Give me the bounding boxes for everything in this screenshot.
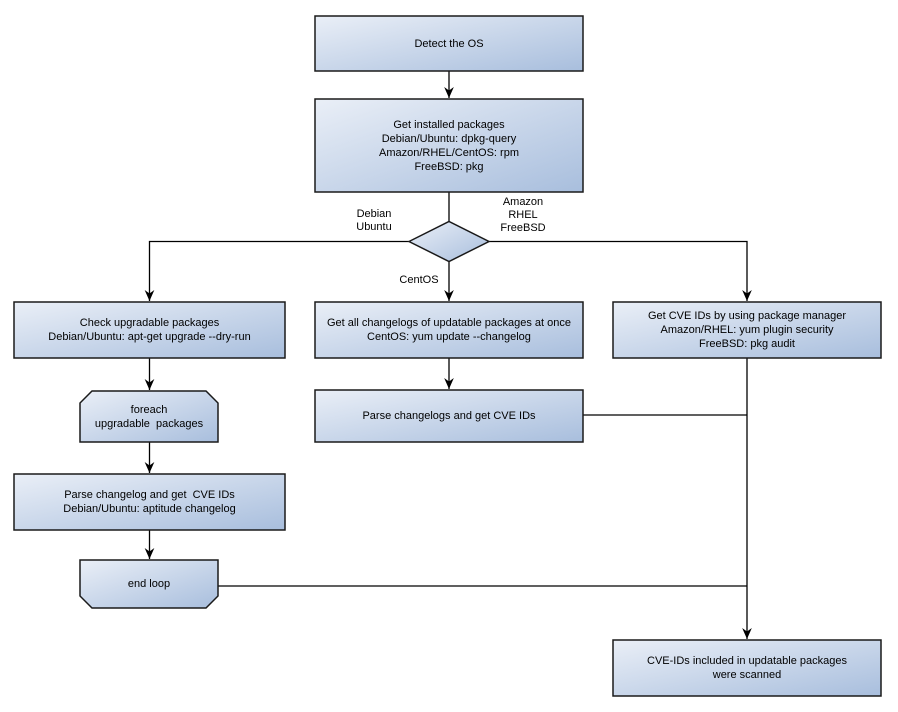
edge-decision-to-right <box>489 240 752 301</box>
parse-changelogs-centos-shape <box>314 389 584 443</box>
node-check-upgradable-packages: Check upgradable packages Debian/Ubuntu:… <box>48 317 251 343</box>
node-get-installed-packages: Get installed packages Debian/Ubuntu: dp… <box>379 118 519 173</box>
end-loop-shape <box>79 559 219 609</box>
check-upgradable-shape <box>13 301 286 359</box>
node-result-scanned: CVE-IDs included in updatable packages w… <box>647 655 847 681</box>
node-foreach-loop-start: foreach upgradable packages <box>94 403 204 430</box>
edge-decision-to-left <box>144 240 409 301</box>
foreach-loop-shape <box>79 390 219 443</box>
node-parse-changelog-debian: Parse changelog and get CVE IDs Debian/U… <box>63 489 236 515</box>
node-parse-changelogs-centos: Parse changelogs and get CVE IDs <box>362 410 536 422</box>
nodes-group <box>13 15 882 697</box>
get-all-changelogs-shape <box>314 301 584 359</box>
detect-os-shape <box>314 15 584 72</box>
os-decision-diamond <box>407 220 491 263</box>
get-cve-package-manager-shape <box>612 301 882 359</box>
result-scanned-shape <box>612 639 882 697</box>
node-detect-os: Detect the OS <box>414 37 484 50</box>
edges-group <box>144 71 752 639</box>
node-end-loop: end loop <box>127 578 171 590</box>
edge-label-amazon-rhel-freebsd: Amazon RHEL FreeBSD <box>500 195 546 234</box>
node-get-all-changelogs: Get all changelogs of updatable packages… <box>326 317 571 343</box>
edge-label-debian-ubuntu: Debian Ubuntu <box>356 208 392 233</box>
get-installed-packages-shape <box>314 98 584 193</box>
node-get-cve-package-manager: Get CVE IDs by using package manager Ama… <box>647 310 847 350</box>
parse-changelog-debian-shape <box>13 473 286 531</box>
edge-label-centos: CentOS <box>399 273 439 286</box>
